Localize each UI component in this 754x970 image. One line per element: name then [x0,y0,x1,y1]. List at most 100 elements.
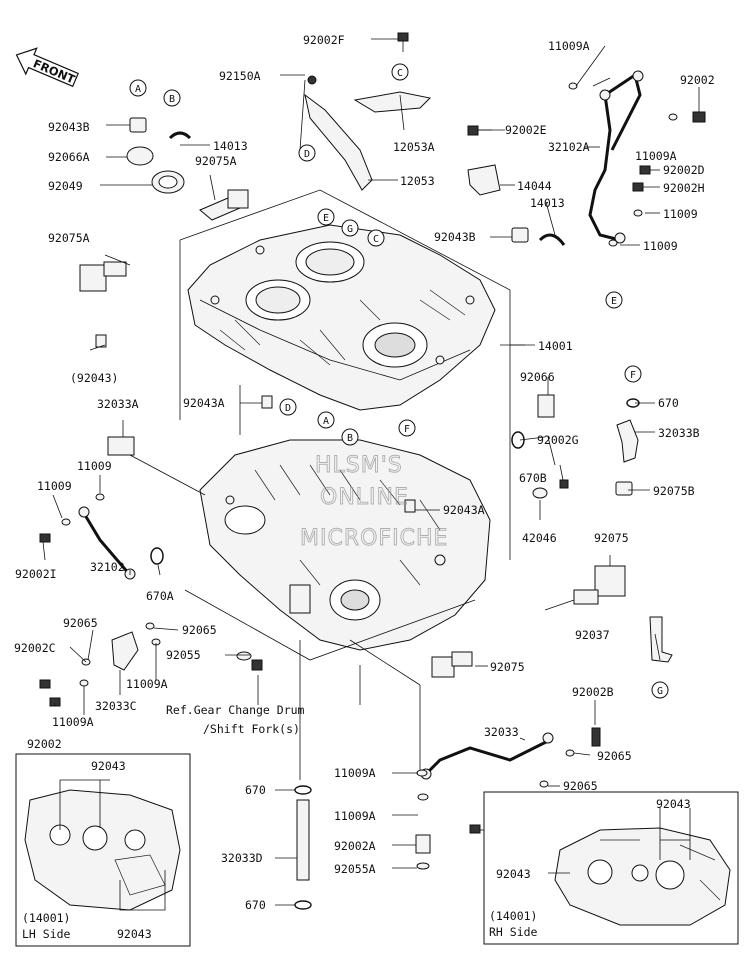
half-ring-14013 [168,131,192,140]
label-92065-bottom-right: 92065 [597,749,632,763]
bracket-92037 [649,616,673,663]
callout-f-right: F [624,365,642,383]
label-92066: 92066 [520,370,555,384]
fitting-32033c [111,631,139,671]
label-11009-right: 11009 [643,239,678,253]
label-14013-right: 14013 [530,196,565,210]
fitting-92075a-left [79,261,127,292]
label-11009a-bottom-2: 11009A [334,809,376,823]
svg-text:C: C [373,234,379,245]
label-11009a-bottom-1: 11009A [334,766,376,780]
label-11009a-left-mid: 11009A [126,677,168,691]
bolt-92002f [397,32,409,52]
right-small-parts [615,398,640,496]
callout-e-mid: E [317,208,335,226]
label-92002d: 92002D [663,163,705,177]
lower-crankcase [199,439,491,651]
callout-a-top: A [129,79,147,97]
label-11009-left-top: 11009 [77,459,112,473]
callout-b-top: B [163,89,181,107]
label-11009-left: 11009 [37,479,72,493]
oil-pipe-32033 [416,727,601,834]
svg-text:F: F [404,424,410,435]
label-92075b: 92075B [653,484,695,498]
inset-lh-part-label-bottom: 92043 [117,927,152,941]
label-32033d: 32033D [221,851,263,865]
plug-92066 [537,394,555,418]
oring-670b [511,431,525,449]
label-92075-lower: 92075 [490,660,525,674]
watermark: HLSM'S ONLINE MICROFICHE [300,453,448,552]
inset-rh-label-2: RH Side [489,925,538,939]
oil-pipe-32102 [78,506,136,580]
washers-left-bottom [39,622,263,707]
inset-lh-side: 92043 (14001) LH Side 92043 [15,753,191,947]
washers-right [568,82,678,247]
label-92002a: 92002A [334,839,376,853]
svg-text:B: B [347,433,353,444]
bolt-92002-right [692,111,706,123]
label-14001: 14001 [538,339,573,353]
upper-crankcase [187,224,496,411]
front-label: FRONT [31,56,77,86]
label-11009-top-right: 11009 [663,207,698,221]
callout-g-mid: G [341,219,359,237]
label-14013-left: 14013 [213,139,248,153]
label-92075-top: 92075 [594,531,629,545]
label-670-bottom-2: 670 [245,898,266,912]
label-92002-left: 92002 [27,737,62,751]
half-ring-14013-right [538,233,566,246]
label-92065-left: 92065 [63,616,98,630]
watermark-line-2: ONLINE [320,485,409,510]
label-92066a: 92066A [48,150,90,164]
callout-f-mid: F [398,419,416,437]
label-92002g: 92002G [537,433,579,447]
label-670b: 670B [519,471,547,485]
inset-rh-label-1: (14001) [489,909,537,923]
svg-text:G: G [657,686,663,697]
label-11009a-top: 11009A [548,39,590,53]
label-670-right: 670 [658,396,679,410]
callout-c-top: C [391,63,409,81]
label-92055: 92055 [166,648,201,662]
label-92002c: 92002C [14,641,56,655]
label-92150a: 92150A [219,69,261,83]
svg-text:E: E [323,213,329,224]
label-92037: 92037 [575,628,610,642]
svg-text:A: A [323,416,329,427]
watermark-line-1: HLSM'S [315,453,403,478]
label-92002h: 92002H [663,181,705,195]
svg-text:B: B [169,94,175,105]
svg-text:E: E [611,296,617,307]
ref-note-line-1: Ref.Gear Change Drum [166,703,305,717]
svg-text:C: C [397,68,403,79]
bolt-92002e [467,125,492,136]
svg-text:D: D [285,403,291,414]
callout-c-mid: C [367,229,385,247]
pin-92043b [129,117,147,133]
label-32033a: 32033A [97,397,139,411]
front-arrow: FRONT [15,47,79,88]
fitting-92075-right [573,565,626,605]
label-12053a: 12053A [393,140,435,154]
fitting-92075a-upper [199,189,249,221]
inset-rh-part-label: 92043 [656,797,691,811]
leader-lines [42,38,700,906]
label-11009a-right: 11009A [635,149,677,163]
label-32102a: 32102A [548,140,590,154]
label-12053: 12053 [400,174,435,188]
pin-92043a [261,395,416,513]
seal-92049 [151,170,185,194]
oil-pipe-32102a [588,70,644,244]
washers-left [39,493,164,565]
svg-text:G: G [347,224,353,235]
label-92043a-top: 92043A [183,396,225,410]
label-92075a-left: 92075A [48,231,90,245]
label-670-bottom-1: 670 [245,783,266,797]
fitting-32033a [107,436,135,456]
label-32033c: 32033C [95,699,137,713]
label-92043b-left: 92043B [48,120,90,134]
fitting-92075-lower [431,651,473,678]
inset-rh-part-label-left: 92043 [496,867,531,881]
